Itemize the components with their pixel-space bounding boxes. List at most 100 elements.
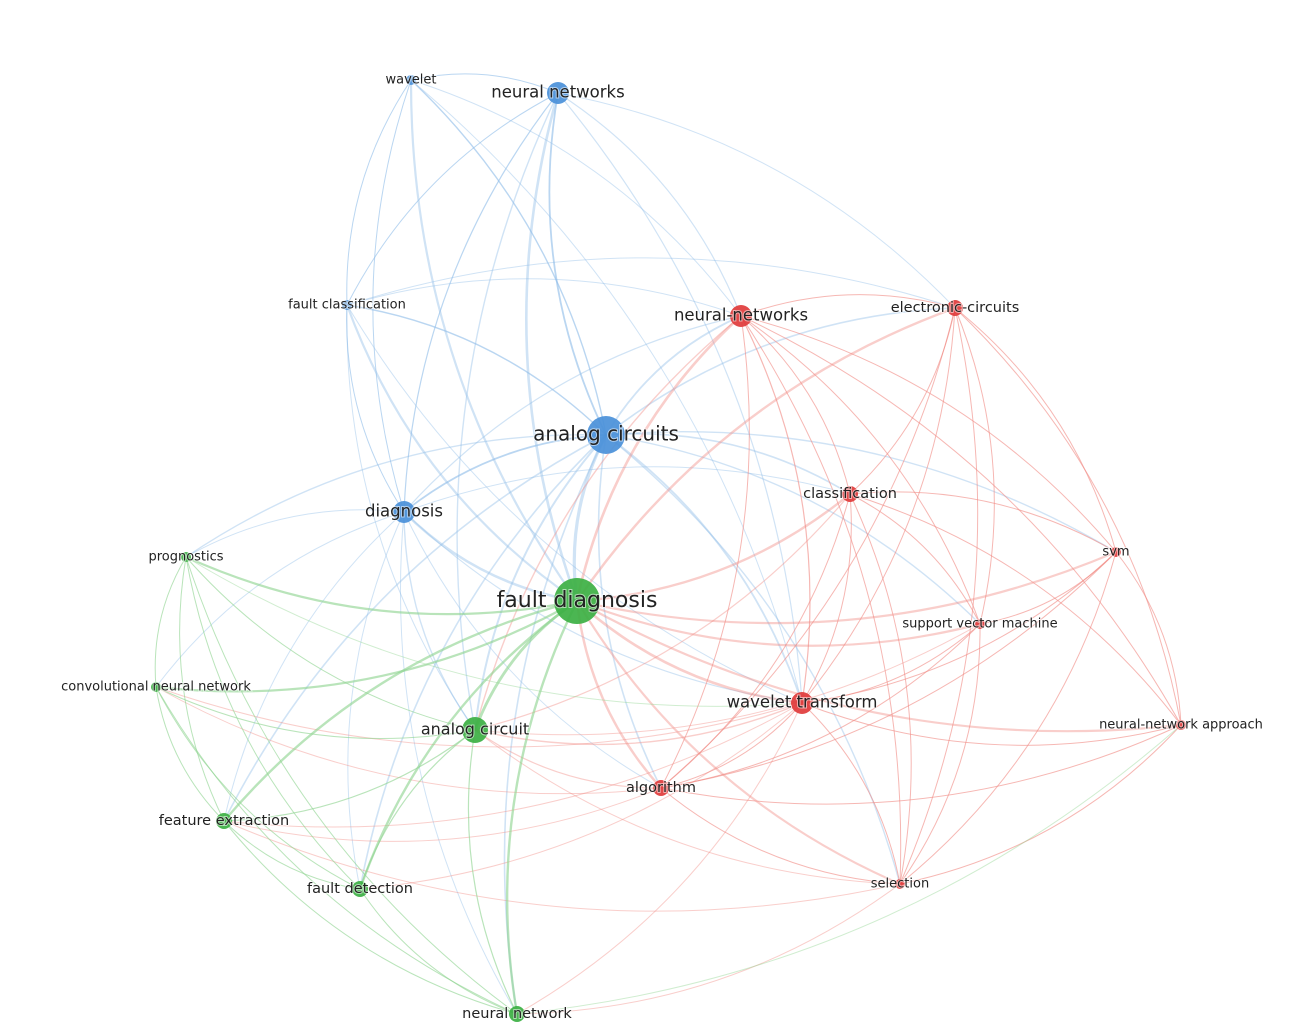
edge-wavelet-neural_networks: [410, 73, 559, 94]
node-algorithm[interactable]: [653, 780, 669, 796]
node-wavelet[interactable]: [406, 75, 416, 85]
edge-classification-neural-network_approach: [849, 493, 1182, 726]
node-selection[interactable]: [895, 879, 905, 889]
edge-diagnosis-feature_extraction: [223, 511, 405, 822]
edge-fault_classification-electronic-circuits: [346, 257, 956, 309]
edge-diagnosis-prognostics: [185, 509, 405, 558]
node-neural-networks[interactable]: [547, 82, 569, 104]
edge-support_vector_machine-fault_diagnosis: [576, 599, 981, 647]
edge-wavelet_transform-fault_diagnosis: [576, 600, 803, 705]
node-feature-extraction[interactable]: [216, 813, 232, 829]
edge-neural_networks-neural-networks: [557, 92, 742, 317]
edge-fault_classification-analog_circuits: [346, 304, 607, 436]
node-label-neural-networks: neural-networks: [674, 306, 808, 325]
edge-neural_network-neural-network_approach: [516, 724, 1182, 1015]
edge-feature_extraction-neural_network: [223, 820, 518, 1015]
edge-wavelet-fault_classification: [346, 79, 412, 306]
edge-classification-wavelet_transform: [801, 493, 852, 704]
node-label-wavelet: wavelet: [386, 73, 437, 88]
edge-diagnosis-convolutional_neural_network: [155, 511, 405, 688]
edge-wavelet_transform-fault_detection: [359, 702, 803, 890]
edge-electronic-circuits-support_vector_machine: [954, 307, 995, 625]
edge-neural-networks-selection: [740, 315, 902, 885]
edge-fault_classification-neural-networks: [346, 278, 742, 317]
node-label-neural-network-approach: neural-network approach: [1099, 718, 1263, 733]
edge-electronic-circuits-selection: [899, 307, 979, 885]
edge-analog_circuits-selection: [605, 434, 901, 885]
edge-diagnosis-fault_diagnosis: [403, 511, 578, 603]
node-diagnosis[interactable]: [393, 501, 415, 523]
edge-analog_circuit-feature_extraction: [223, 729, 476, 822]
edge-prognostics-fault_diagnosis: [185, 555, 578, 616]
edge-neural_networks-analog_circuits: [548, 92, 607, 436]
edge-diagnosis-neural_network: [400, 511, 518, 1015]
edge-neural_networks-fault_diagnosis: [525, 92, 579, 602]
edge-neural-networks-algorithm: [660, 315, 750, 789]
edge-electronic-circuits-svm: [954, 307, 1117, 553]
edge-wavelet_transform-neural_network: [516, 702, 803, 1015]
node-svm[interactable]: [1111, 547, 1121, 557]
edge-convolutional_neural_network-feature_extraction: [155, 686, 225, 822]
edge-algorithm-selection: [660, 787, 901, 885]
edge-neural_networks-diagnosis: [403, 92, 559, 513]
edge-neural_networks-fault_classification: [346, 92, 559, 306]
edge-wavelet_transform-selection: [801, 702, 901, 885]
edge-classification-selection: [849, 493, 912, 885]
edge-fault_diagnosis-neural_network: [505, 600, 579, 1015]
edge-analog_circuits-fault_detection: [359, 434, 607, 890]
edge-wavelet_transform-neural-network_approach: [801, 702, 1182, 746]
edge-algorithm-convolutional_neural_network: [155, 686, 662, 795]
edge-svm-neural-network_approach: [1115, 551, 1182, 726]
node-label-neural-networks: neural networks: [491, 83, 624, 102]
edge-analog_circuits-analog_circuit: [474, 434, 607, 731]
edge-neural-networks-wavelet_transform: [740, 315, 811, 704]
edge-fault_diagnosis-analog_circuit: [473, 599, 578, 731]
edge-fault_diagnosis-fault_detection: [358, 600, 578, 890]
edge-analog_circuits-neural-networks: [605, 315, 742, 436]
edge-wavelet-fault_diagnosis: [409, 79, 578, 602]
node-fault-diagnosis[interactable]: [554, 578, 600, 624]
node-label-selection: selection: [871, 877, 929, 892]
edge-neural-networks-analog_circuit: [474, 315, 742, 731]
node-neural-network[interactable]: [509, 1006, 525, 1022]
edge-diagnosis-classification: [403, 466, 851, 513]
node-label-support-vector-machine: support vector machine: [902, 617, 1057, 632]
node-analog-circuits[interactable]: [587, 416, 625, 454]
node-support-vector-machine[interactable]: [975, 619, 985, 629]
edge-diagnosis-wavelet_transform: [403, 511, 803, 704]
edge-analog_circuits-diagnosis: [403, 434, 607, 513]
edge-neural_networks-wavelet_transform: [557, 92, 803, 704]
edge-fault_detection-neural_network: [359, 888, 518, 1015]
edge-electronic-circuits-fault_diagnosis: [576, 306, 956, 602]
node-neural-networks[interactable]: [730, 305, 752, 327]
edge-electronic-circuits-wavelet_transform: [801, 307, 956, 704]
edge-analog_circuits-prognostics: [185, 434, 607, 558]
node-classification[interactable]: [842, 486, 858, 502]
node-neural-network-approach[interactable]: [1176, 720, 1186, 730]
node-analog-circuit[interactable]: [462, 717, 488, 743]
edge-fault_classification-diagnosis: [346, 304, 405, 513]
edge-feature_extraction-fault_detection: [223, 820, 361, 890]
edge-fault_diagnosis-convolutional_neural_network: [155, 600, 578, 693]
edge-diagnosis-algorithm: [403, 511, 662, 789]
edge-prognostics-neural_network: [185, 556, 518, 1015]
edge-prognostics-convolutional_neural_network: [154, 556, 187, 688]
node-fault-classification[interactable]: [342, 300, 352, 310]
edge-selection-neural_network: [516, 883, 901, 1015]
edge-analog_circuits-classification: [605, 433, 851, 495]
edge-electronic-circuits-neural-network_approach: [954, 307, 1182, 726]
edge-convolutional_neural_network-analog_circuit: [155, 686, 476, 739]
edge-classification-support_vector_machine: [849, 493, 981, 625]
node-prognostics[interactable]: [181, 552, 191, 562]
node-wavelet-transform[interactable]: [791, 692, 813, 714]
node-label-diagnosis: diagnosis: [365, 502, 443, 521]
edge-neural-networks-svm: [740, 315, 1117, 553]
node-label-fault-detection: fault detection: [307, 881, 413, 897]
edge-fault_classification-wavelet_transform: [346, 304, 803, 704]
edge-neural-network_approach-fault_diagnosis: [576, 600, 1182, 733]
node-fault-detection[interactable]: [352, 881, 368, 897]
node-electronic-circuits[interactable]: [947, 300, 963, 316]
node-convolutional-neural-network[interactable]: [151, 682, 161, 692]
edge-wavelet-neural-networks: [410, 79, 742, 317]
